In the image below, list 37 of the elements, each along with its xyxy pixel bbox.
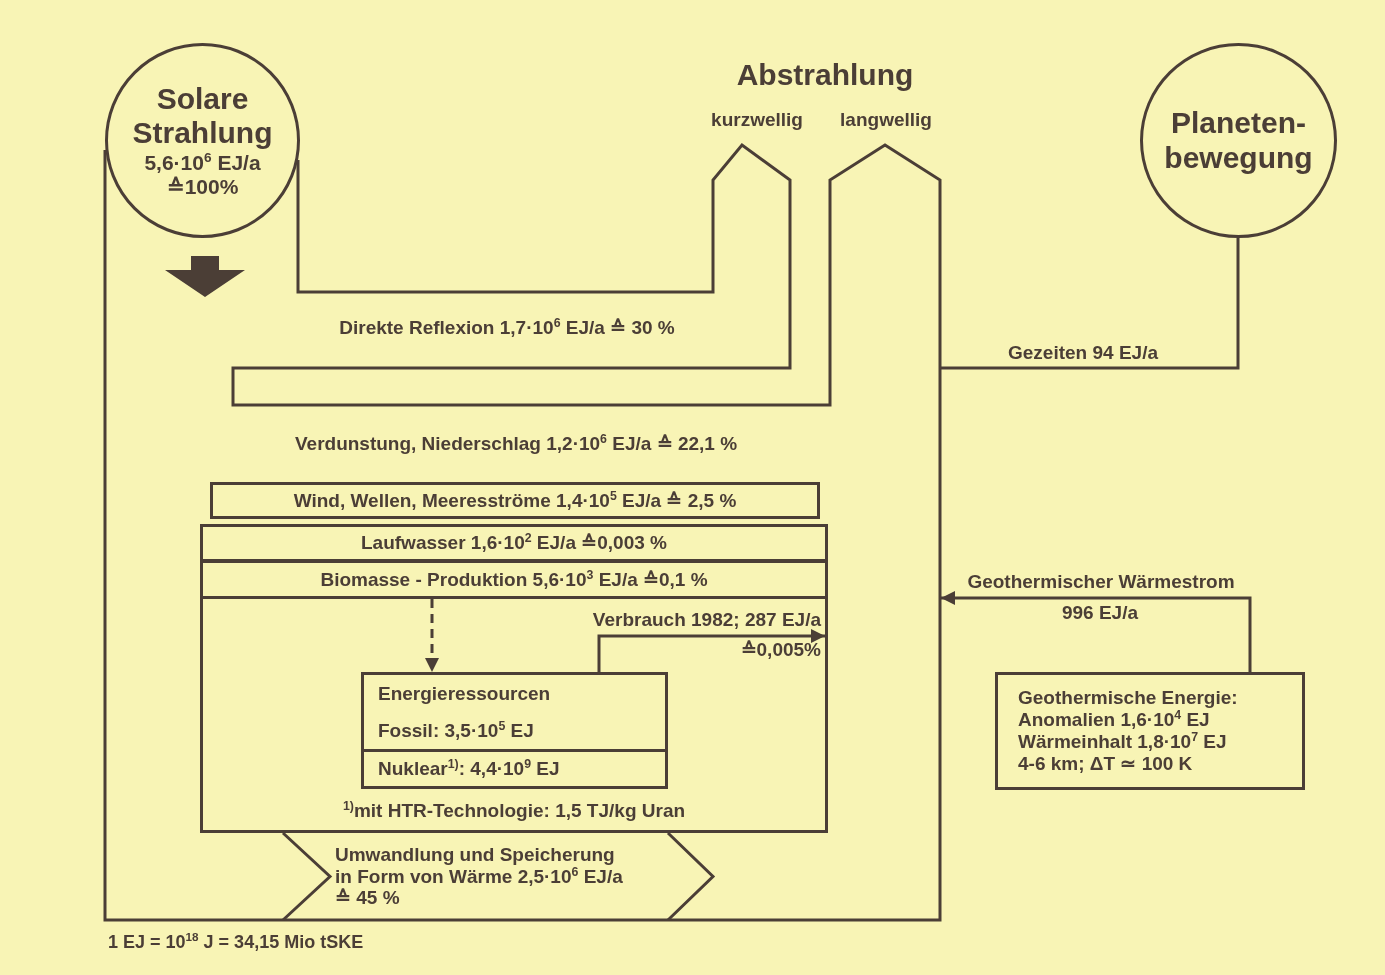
node-text: Geothermische Energie: [1018, 687, 1238, 710]
node-text: Anomalien 1,6·10$^{4}$ EJ [1018, 709, 1210, 731]
flow-label: Geothermischer Wärmestrom [967, 571, 1235, 593]
unit-note: 1 EJ = 10$^{18}$ J = 34,15 Mio tSKE [108, 931, 364, 953]
node-text: Wind, Wellen, Meeresströme 1,4·10$^{5}$ EJ/a ≙ 2,5 % [293, 489, 737, 512]
connector-line [940, 238, 1240, 370]
node-text: 5,6·10$^{6}$ EJ/a ≙100% [143, 150, 262, 200]
node-text: Solare Strahlung [131, 81, 274, 151]
node-text: Laufwasser 1,6·10$^{2}$ EJ/a ≙0,003 % [361, 532, 667, 554]
chevron-band [283, 833, 713, 920]
node-text: Fossil: 3,5·10$^{5}$ EJ [378, 719, 534, 742]
flow-label: Verbrauch 1982; 287 EJ/a [592, 609, 821, 631]
flow-label: langwellig [840, 109, 932, 131]
flow-box [200, 560, 828, 599]
node-text: Planeten-bewegung [1163, 106, 1314, 175]
node-text: $^{1)}$mit HTR-Technologie: 1,5 TJ/kg Uran [342, 800, 686, 822]
flow-label: 996 EJ/a [1061, 602, 1139, 624]
node-text: 4-6 km; ΔT ≃ 100 K [1018, 752, 1193, 775]
node-text: Nuklear$^{1)}$: 4,4·10$^{9}$ EJ [378, 758, 560, 780]
flow-label: Direkte Reflexion 1,7·10$^{6}$ EJ/a ≙ 30 % [339, 317, 675, 339]
arrow [597, 629, 825, 672]
flow-box [210, 482, 820, 519]
heading-label: Abstrahlung [736, 57, 914, 93]
node-text: Umwandlung und Speicherung in Form von Wärme 2,5·10$^{6}$ EJ/a ≙ 45 % [335, 843, 624, 910]
source-circle [105, 43, 300, 238]
source-circle [1140, 43, 1337, 238]
node-text: Biomasse - Produktion 5,6·10$^{3}$ EJ/a ≙0,1 % [320, 568, 708, 591]
panel-box [200, 524, 828, 833]
info-box [995, 672, 1305, 790]
flow-label: ≙0,005% [740, 639, 821, 661]
resource-box [361, 672, 668, 789]
arrow [941, 591, 1252, 672]
node-text: Energieressourcen [378, 683, 551, 705]
node-text: Wärmeinhalt 1,8·10$^{7}$ EJ [1018, 731, 1227, 753]
arrow [425, 599, 439, 672]
flow-label: Verdunstung, Niederschlag 1,2·10$^{6}$ EJ/a ≙ 22,1 % [294, 433, 738, 455]
flow-label: kurzwellig [711, 109, 803, 131]
